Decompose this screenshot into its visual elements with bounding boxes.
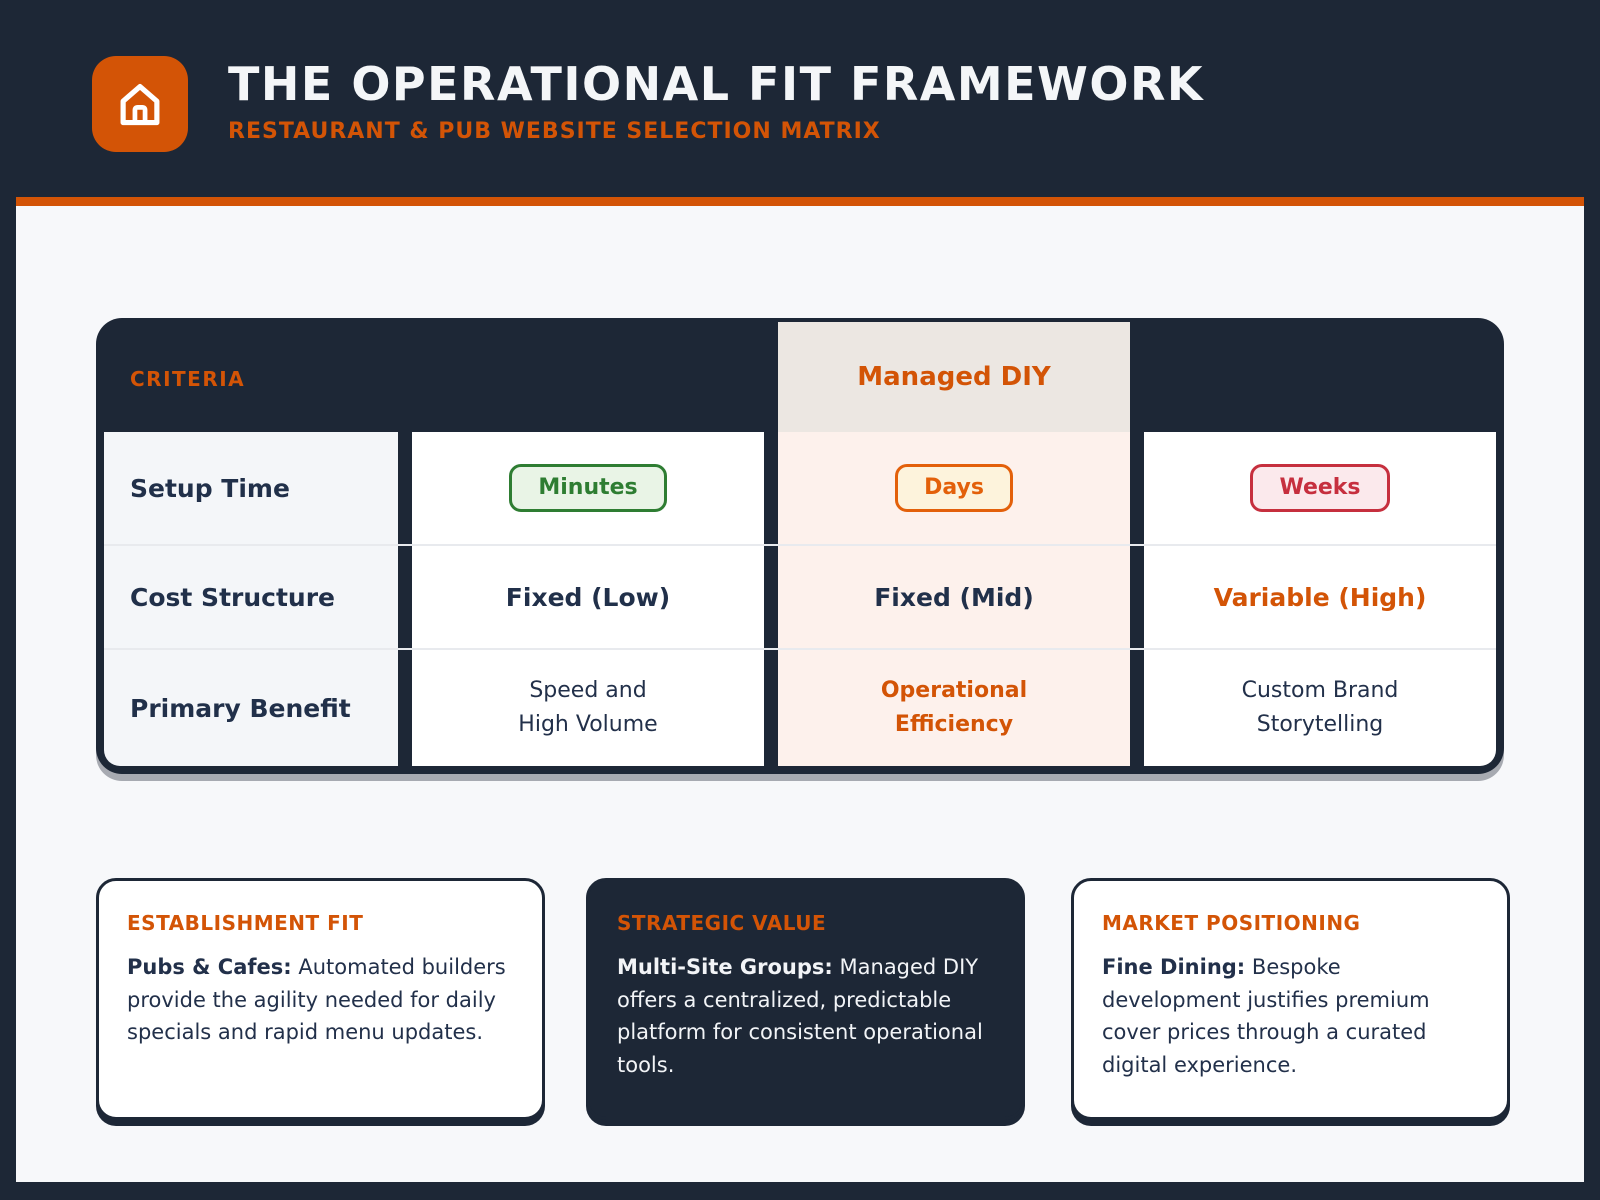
app-header: THE OPERATIONAL FIT FRAMEWORK RESTAURANT… xyxy=(92,56,1204,152)
card-title: STRATEGIC VALUE xyxy=(617,911,827,935)
managed-diy-label: Managed DIY xyxy=(857,362,1051,392)
value-operational-efficiency: Operational Efficiency xyxy=(880,677,1028,737)
badge-days: Days xyxy=(895,464,1013,512)
row-label-cost-structure: Cost Structure xyxy=(104,546,398,648)
badge-weeks: Weeks xyxy=(1250,464,1390,512)
card-title: ESTABLISHMENT FIT xyxy=(127,911,364,935)
page-subtitle: RESTAURANT & PUB WEBSITE SELECTION MATRI… xyxy=(228,118,881,144)
cell-benefit-custom: Custom Brand Storytelling xyxy=(1144,650,1496,766)
cell-setup-time-managed-diy: Days xyxy=(778,432,1130,544)
cell-benefit-automated: Speed and High Volume xyxy=(412,650,764,766)
card-lead: Fine Dining: xyxy=(1102,955,1246,979)
card-strategic-value: STRATEGIC VALUE Multi-Site Groups: Manag… xyxy=(586,878,1025,1120)
card-market-positioning: MARKET POSITIONING Fine Dining: Bespoke … xyxy=(1071,878,1510,1120)
value-fixed-mid: Fixed (Mid) xyxy=(874,582,1034,612)
value-custom-brand: Custom Brand Storytelling xyxy=(1241,677,1399,737)
card-lead: Multi-Site Groups: xyxy=(617,955,833,979)
card-body: Fine Dining: Bespoke development justifi… xyxy=(1102,951,1479,1081)
content-area: CRITERIA Managed DIY Setup Time Minutes … xyxy=(16,206,1584,1182)
comparison-matrix: CRITERIA Managed DIY Setup Time Minutes … xyxy=(96,318,1504,774)
cell-benefit-managed-diy: Operational Efficiency xyxy=(778,650,1130,766)
cell-setup-time-custom: Weeks xyxy=(1144,432,1496,544)
row-separator xyxy=(104,648,1496,650)
row-label-setup-time: Setup Time xyxy=(104,432,398,544)
card-body: Multi-Site Groups: Managed DIY offers a … xyxy=(617,951,994,1081)
card-establishment-fit: ESTABLISHMENT FIT Pubs & Cafes: Automate… xyxy=(96,878,545,1120)
card-text: Automated builders provide the agility n… xyxy=(127,955,506,1045)
cell-cost-automated: Fixed (Low) xyxy=(412,546,764,648)
criteria-label: CRITERIA xyxy=(130,367,246,391)
card-body: Pubs & Cafes: Automated builders provide… xyxy=(127,951,514,1049)
row-label-primary-benefit: Primary Benefit xyxy=(104,650,398,766)
managed-diy-header-cell: Managed DIY xyxy=(778,322,1130,432)
matrix-body: Setup Time Minutes Days Weeks Cost Struc… xyxy=(104,432,1496,766)
row-separator xyxy=(104,544,1496,546)
header-titles: THE OPERATIONAL FIT FRAMEWORK RESTAURANT… xyxy=(228,56,1204,144)
cell-cost-custom: Variable (High) xyxy=(1144,546,1496,648)
card-lead: Pubs & Cafes: xyxy=(127,955,292,979)
home-icon xyxy=(120,83,160,126)
badge-minutes: Minutes xyxy=(509,464,667,512)
app-logo xyxy=(92,56,188,152)
value-variable-high: Variable (High) xyxy=(1213,582,1427,612)
matrix-header-row: CRITERIA Managed DIY xyxy=(104,322,1496,432)
cell-setup-time-automated: Minutes xyxy=(412,432,764,544)
card-title: MARKET POSITIONING xyxy=(1102,911,1361,935)
accent-divider xyxy=(16,197,1584,206)
card-text: Managed DIY offers a centralized, predic… xyxy=(617,955,983,1077)
value-speed-volume: Speed and High Volume xyxy=(518,677,658,737)
page-title: THE OPERATIONAL FIT FRAMEWORK xyxy=(228,57,1205,111)
card-text: Bespoke development justifies premium co… xyxy=(1102,955,1430,1077)
cell-cost-managed-diy: Fixed (Mid) xyxy=(778,546,1130,648)
value-fixed-low: Fixed (Low) xyxy=(505,582,671,612)
